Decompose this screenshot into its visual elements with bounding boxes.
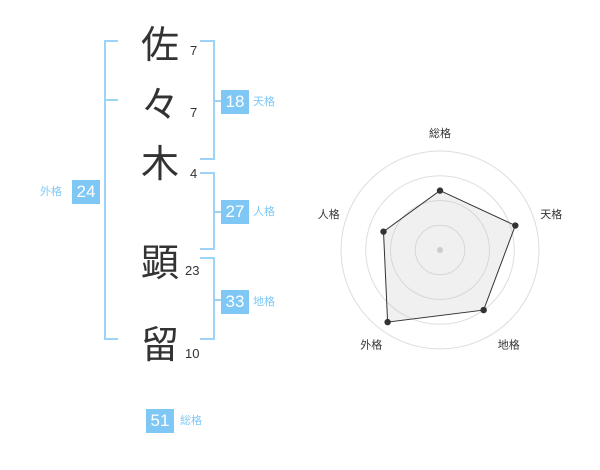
soukaku-label: 総格	[180, 414, 202, 427]
radar-axis-label-1: 総格	[429, 126, 451, 140]
stroke-count-5: 10	[185, 346, 200, 361]
radar-axis-label-4: 外格	[360, 338, 382, 352]
name-char-2: 々	[140, 83, 179, 127]
tenkaku-label: 天格	[253, 95, 275, 108]
gaikaku-label: 外格	[40, 185, 62, 198]
name-char-3: 木	[140, 142, 179, 186]
radar-axis-label-3: 地格	[498, 338, 520, 352]
stroke-count-1: 7	[190, 43, 198, 58]
radar-point-2	[512, 222, 519, 229]
radar-value-polygon	[382, 190, 516, 323]
radar-ring-1	[414, 224, 466, 276]
chikaku-label: 地格	[253, 295, 275, 308]
radar-ring-2	[390, 200, 490, 300]
radar-center-dot	[437, 247, 443, 253]
stroke-count-2: 7	[190, 105, 198, 120]
name-char-4: 顕	[140, 241, 179, 285]
jinkaku-value-badge: 27	[221, 200, 249, 224]
tenkaku-connector	[215, 100, 221, 102]
jinkaku-connector	[215, 211, 221, 213]
radar-point-3	[480, 306, 487, 314]
gaikaku-inner-tick	[104, 99, 118, 101]
radar-axis-label-5: 人格	[318, 207, 340, 221]
radar-points	[380, 187, 519, 326]
radar-axis-label-2: 天格	[540, 207, 562, 221]
jinkaku-label: 人格	[253, 205, 275, 218]
radar-ring-4	[340, 150, 540, 350]
radar-point-5	[380, 228, 387, 235]
chikaku-connector	[215, 299, 221, 301]
chikaku-value-badge: 33	[221, 290, 249, 314]
jinkaku-bracket	[200, 172, 215, 250]
radar-ring-3	[365, 175, 515, 325]
name-char-1: 佐	[140, 23, 179, 67]
gaikaku-bracket	[104, 40, 118, 340]
name-char-5: 留	[140, 323, 179, 367]
gaikaku-value-badge: 24	[72, 180, 100, 204]
stroke-count-4: 23	[185, 263, 200, 278]
tenkaku-value-badge: 18	[221, 90, 249, 114]
chikaku-bracket	[200, 257, 215, 340]
radar-point-1	[436, 187, 444, 194]
soukaku-value-badge: 51	[146, 409, 174, 433]
radar-point-4	[384, 318, 391, 326]
tenkaku-bracket	[200, 40, 215, 160]
radar-rings	[340, 150, 540, 350]
stroke-count-3: 4	[190, 166, 198, 181]
